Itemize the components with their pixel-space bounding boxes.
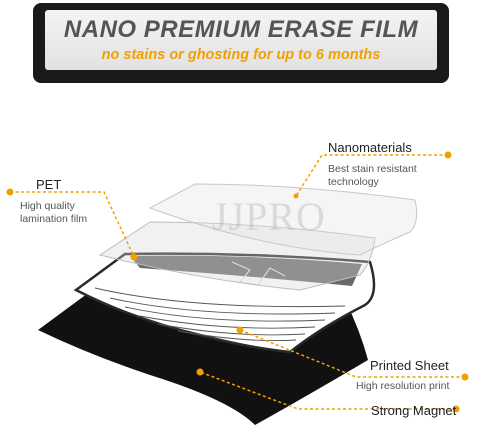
- pet-film-layer: [98, 221, 376, 291]
- strong-magnet-marker-end: [196, 368, 204, 376]
- printed-sheet-description: High resolution print: [356, 380, 450, 392]
- nanomaterials-marker: [444, 151, 452, 159]
- printed-sheet-marker: [461, 373, 469, 381]
- nanomaterials-film-layer: [148, 183, 418, 256]
- pet-leader-line: [10, 191, 135, 258]
- banner-title: NANO PREMIUM ERASE FILM: [63, 16, 419, 43]
- pet-title: PET: [36, 177, 62, 192]
- strong-magnet-marker: [452, 405, 460, 413]
- printed-sheet-layer: [73, 252, 376, 354]
- banner-panel: NANO PREMIUM ERASE FILM no stains or gho…: [45, 10, 437, 70]
- nanomaterials-description-line-2: technology: [328, 176, 379, 188]
- pet-marker-end: [130, 253, 138, 261]
- banner-subtitle: no stains or ghosting for up to 6 months: [101, 47, 381, 63]
- strong-magnet-title: Strong Magnet: [371, 403, 457, 418]
- nanomaterials-title: Nanomaterials: [328, 140, 412, 155]
- pet-description-line-1: High quality: [20, 200, 75, 212]
- strong-magnet-leader-line: [199, 371, 456, 410]
- pet-description-line-2: lamination film: [20, 213, 88, 225]
- banner-frame: NANO PREMIUM ERASE FILM no stains or gho…: [33, 3, 449, 83]
- pet-marker: [6, 188, 14, 196]
- brand-watermark: JJPRO: [212, 194, 326, 239]
- printed-sheet-title: Printed Sheet: [370, 358, 449, 373]
- printed-sheet-marker-end: [236, 326, 244, 334]
- nanomaterials-marker-end: [293, 193, 299, 199]
- nanomaterials-description-line-1: Best stain resistant: [328, 163, 417, 175]
